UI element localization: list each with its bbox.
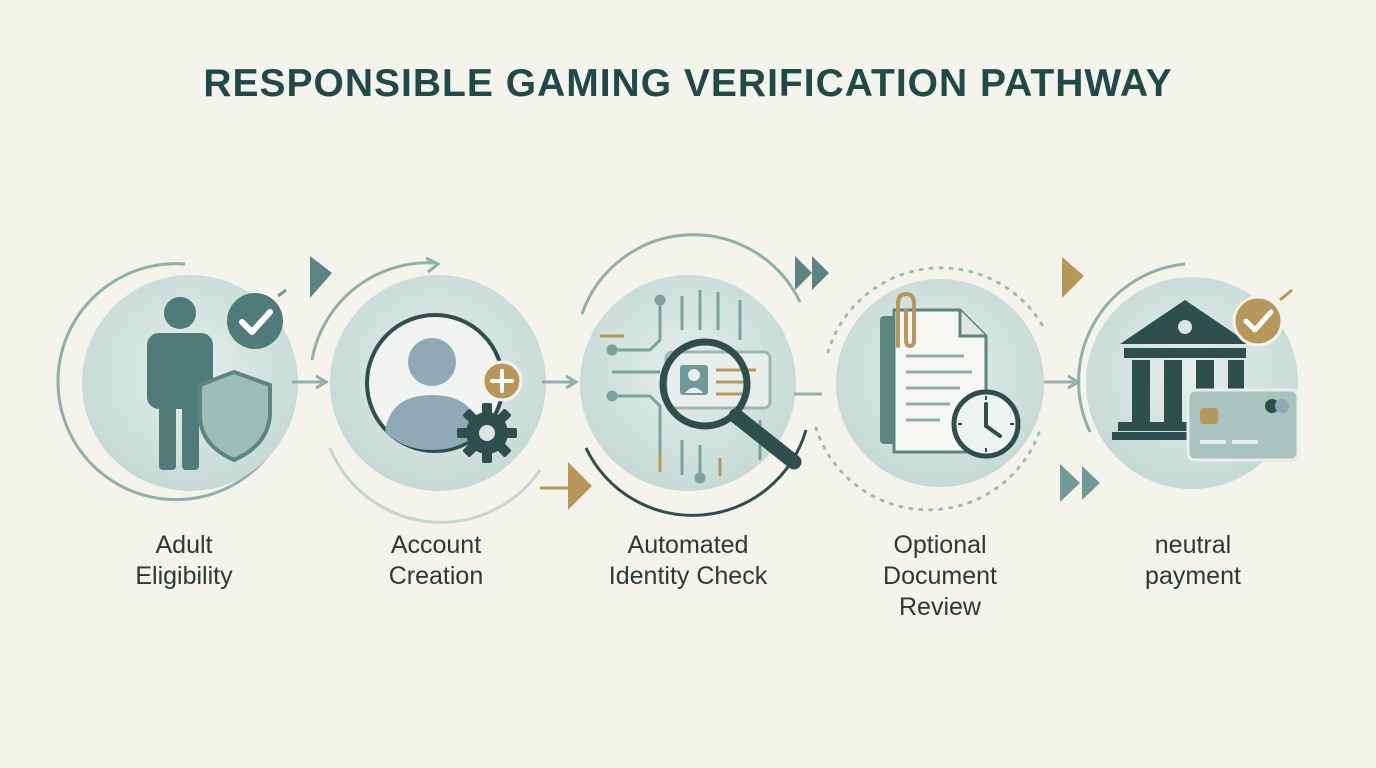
direction-arrow (1060, 464, 1100, 502)
circuit-accent (600, 334, 722, 476)
magnifier-icon (659, 338, 802, 470)
page-title: RESPONSIBLE GAMING VERIFICATION PATHWAY (203, 62, 1173, 105)
step-adult-eligibility (56, 262, 298, 502)
step-label-1: Adult Eligibility (135, 531, 233, 590)
connector-arrowhead (315, 374, 329, 390)
step-account-creation (310, 256, 546, 524)
direction-arrow (795, 256, 829, 290)
step-label-2: Account Creation (388, 531, 484, 590)
step-neutral-payment (1077, 262, 1300, 489)
step-2-ring-lower (328, 447, 542, 524)
checkmark-badge-icon (1232, 288, 1293, 347)
step-label-5: neutral payment (1145, 531, 1241, 590)
person-icon (147, 297, 213, 470)
step-3-ring (580, 233, 802, 315)
connector-arrowhead (565, 374, 579, 390)
gear-icon (457, 403, 517, 463)
credit-card-icon (1186, 388, 1300, 462)
step-5-ring (1077, 262, 1186, 433)
step-2-ring (310, 261, 437, 361)
paperclip-icon (896, 291, 916, 349)
step-4-ring-lower (814, 426, 1042, 512)
step-label-3: Automated Identity Check (608, 531, 768, 590)
user-profile-icon (365, 313, 505, 453)
shield-icon (198, 369, 272, 463)
direction-arrow (568, 462, 592, 510)
step-label-4: Optional Document Review (883, 531, 997, 621)
step-3-ring-lower (584, 429, 808, 517)
clock-icon (951, 389, 1021, 459)
direction-arrow (310, 256, 332, 298)
document-icon (880, 308, 988, 454)
id-card-icon (664, 350, 772, 410)
direction-arrow (1062, 257, 1084, 298)
step-optional-document-review (814, 266, 1047, 512)
checkmark-badge-icon (227, 288, 287, 349)
step-4-ring (826, 266, 1047, 354)
step-automated-identity-check (580, 233, 808, 517)
plus-badge-icon (481, 360, 523, 402)
connector-arrowhead (425, 256, 441, 274)
